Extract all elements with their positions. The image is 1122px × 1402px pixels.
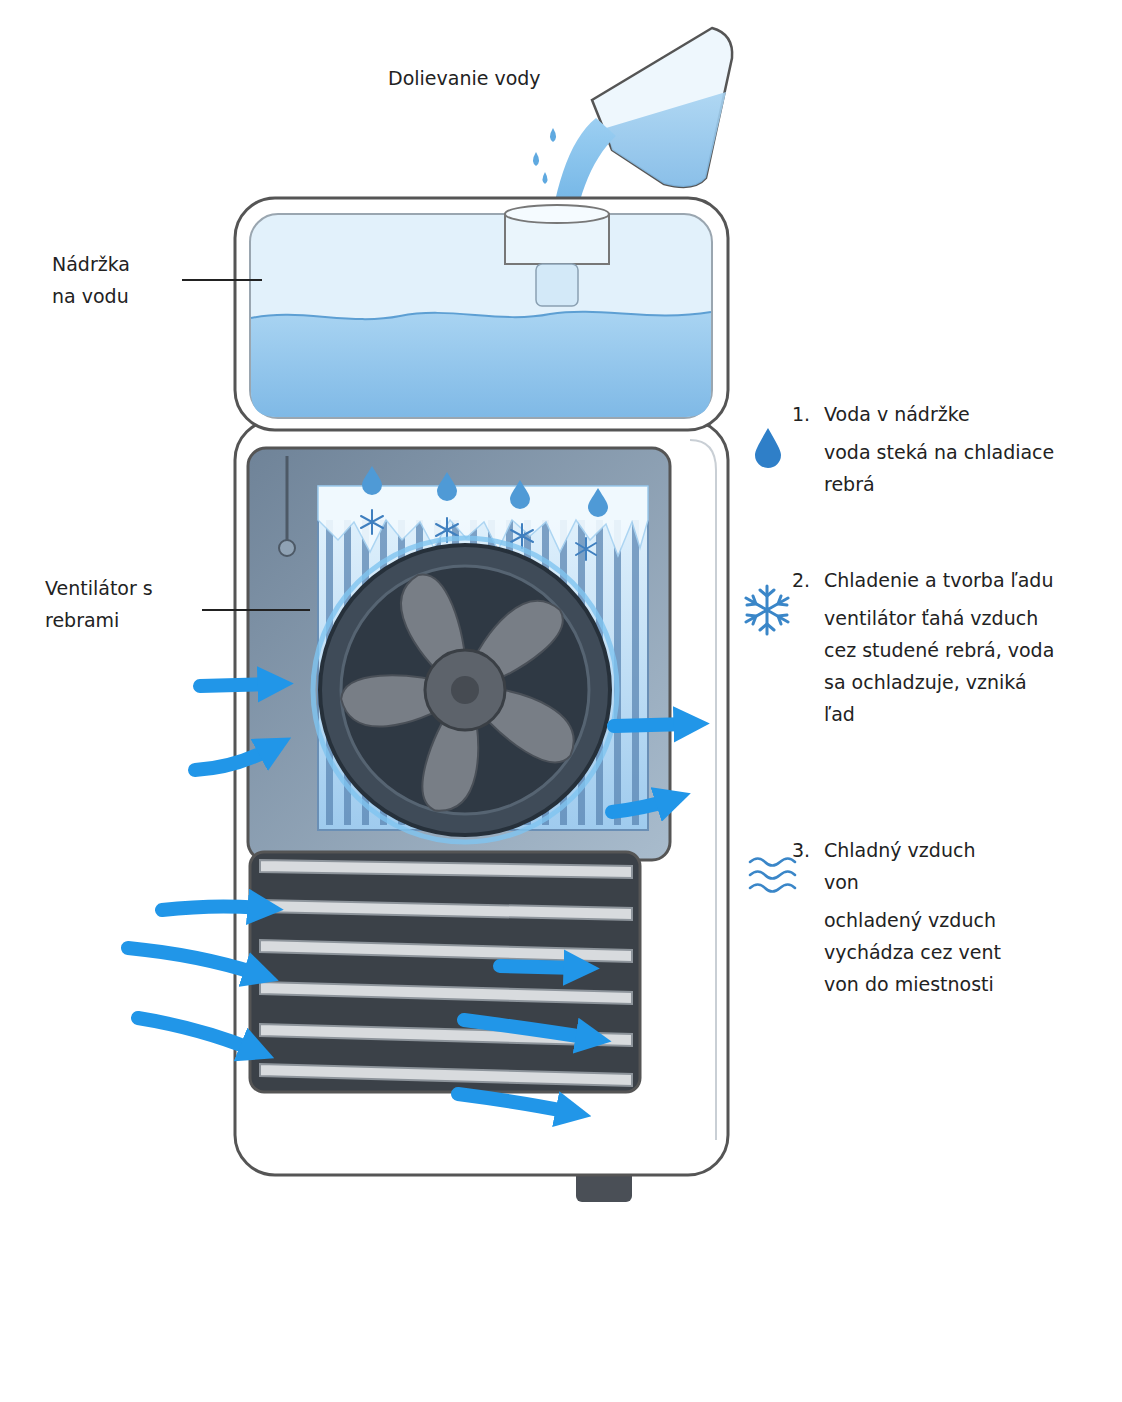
water-tank xyxy=(536,264,578,306)
air-vent xyxy=(250,852,640,1092)
fan xyxy=(320,545,610,835)
water-stream xyxy=(543,172,548,184)
waves-icon xyxy=(750,872,795,879)
air-vent xyxy=(260,860,632,1086)
airflow-arrows xyxy=(612,800,670,812)
airflow-arrows xyxy=(138,1018,254,1050)
water-stream xyxy=(533,152,539,166)
pitcher xyxy=(606,92,726,187)
water-tank xyxy=(235,198,728,430)
part-label: Nádržka na vodu xyxy=(52,248,156,312)
leader-lines xyxy=(182,280,310,610)
snowflake-icon xyxy=(746,586,788,634)
airflow-arrows xyxy=(458,1094,570,1112)
air-vent xyxy=(260,1064,632,1086)
water-drops xyxy=(437,472,457,501)
pitcher xyxy=(592,28,732,187)
air-vent xyxy=(260,900,632,920)
waves-icon xyxy=(750,885,795,892)
annotation-label: Dolievanie vody xyxy=(388,62,628,94)
water-tank xyxy=(251,312,711,417)
airflow-arrows xyxy=(464,1020,590,1038)
water-stream xyxy=(550,128,556,142)
cooler-housing xyxy=(235,420,728,1175)
water-drops xyxy=(510,480,530,509)
pitcher xyxy=(592,28,732,187)
snowflake-icon xyxy=(746,586,788,634)
air-vent xyxy=(260,860,632,878)
airflow-arrows xyxy=(162,906,262,910)
step-description: ventilátor ťahá vzduch cez studené rebrá… xyxy=(824,602,1056,730)
waves-icon xyxy=(750,859,795,892)
step-heading: Chladenie a tvorba ľadu xyxy=(824,564,1114,596)
callout-number: 2. xyxy=(792,564,822,596)
cooler-housing xyxy=(235,420,728,1202)
air-vent xyxy=(260,982,632,1004)
airflow-arrows xyxy=(614,724,688,726)
airflow-arrows xyxy=(195,748,272,770)
water-tank xyxy=(235,198,728,430)
snowflake-icon xyxy=(747,596,787,624)
fan xyxy=(313,538,617,842)
fan xyxy=(425,650,505,730)
part-label: Ventilátor s rebrami xyxy=(45,572,157,636)
air-vent xyxy=(250,852,640,1092)
drop-icon xyxy=(755,428,781,468)
waves-icon xyxy=(750,859,795,866)
step-description: ochladený vzduch vychádza cez vent von d… xyxy=(824,904,1029,1000)
fan-chamber xyxy=(248,448,670,860)
callout-number: 1. xyxy=(792,398,822,430)
cooler-housing xyxy=(690,440,716,1140)
snowflake-marks xyxy=(576,538,596,560)
fan xyxy=(334,570,580,820)
snowflake-marks xyxy=(361,510,383,534)
water-tank xyxy=(505,205,609,223)
water-tank xyxy=(251,312,711,319)
snowflake-icon xyxy=(760,590,774,630)
leader-lines xyxy=(202,609,310,611)
snowflake-icon xyxy=(747,596,787,624)
airflow-arrows xyxy=(128,684,688,1112)
step-heading: Voda v nádržke xyxy=(824,398,1109,430)
air-vent xyxy=(260,940,632,962)
airflow-arrows xyxy=(500,966,578,968)
callout-number: 3. xyxy=(792,834,822,866)
fan-chamber xyxy=(248,448,670,860)
leader-lines xyxy=(182,279,262,281)
step-description: voda steká na chladiace rebrá xyxy=(824,436,1064,500)
water-drops xyxy=(588,488,608,517)
cooling-fins xyxy=(632,520,639,825)
fan xyxy=(451,676,479,704)
fan xyxy=(313,538,617,842)
fan-chamber xyxy=(286,456,289,540)
airflow-arrows xyxy=(128,948,258,974)
fan-chamber xyxy=(279,540,295,556)
step-heading: Chladný vzduch von xyxy=(824,834,999,898)
water-drops xyxy=(362,466,608,517)
water-tank xyxy=(250,214,712,418)
airflow-arrows xyxy=(200,684,272,686)
water-drops xyxy=(362,466,382,495)
